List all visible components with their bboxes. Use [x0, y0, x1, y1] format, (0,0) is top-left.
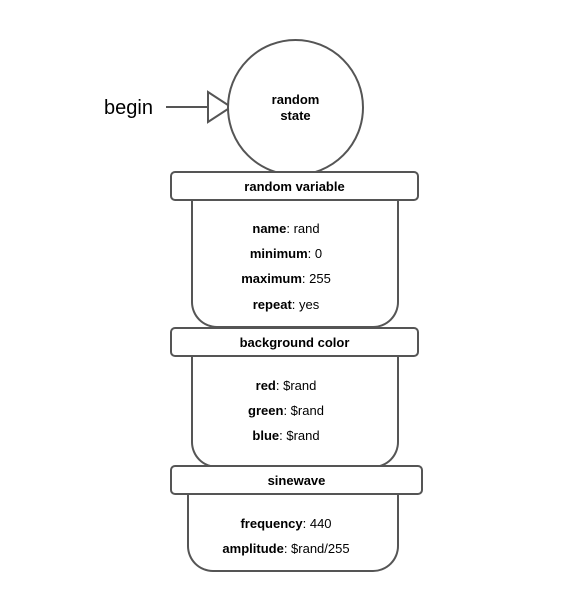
random-state-line1: random — [271, 92, 320, 107]
prop-key: maximum — [241, 271, 302, 286]
prop-value: : yes — [291, 297, 320, 312]
random-state-label: random state — [227, 92, 364, 124]
sinewave-title: sinewave — [267, 472, 326, 488]
prop-repeat: repeat: yes — [0, 297, 572, 313]
background-color-header: background color — [170, 327, 419, 357]
prop-amplitude: amplitude: $rand/255 — [0, 541, 572, 557]
prop-value: : 0 — [307, 246, 323, 261]
random-variable-header: random variable — [170, 171, 419, 201]
prop-name: name: rand — [0, 221, 572, 237]
prop-key: amplitude — [222, 541, 284, 556]
begin-label: begin — [104, 97, 153, 119]
prop-value: : 255 — [301, 271, 331, 286]
prop-value: : $rand — [283, 403, 324, 418]
prop-maximum: maximum: 255 — [0, 271, 572, 287]
random-variable-title: random variable — [244, 178, 345, 194]
prop-minimum: minimum: 0 — [0, 246, 572, 262]
prop-key: name — [252, 221, 287, 236]
prop-green: green: $rand — [0, 403, 572, 419]
prop-key: blue — [252, 428, 280, 443]
prop-key: red — [255, 378, 276, 393]
random-state-line2: state — [280, 108, 311, 123]
prop-key: minimum — [249, 246, 308, 261]
background-color-title: background color — [239, 334, 350, 350]
prop-value: : $rand — [275, 378, 317, 393]
prop-blue: blue: $rand — [0, 428, 572, 444]
prop-value: : $rand — [279, 428, 320, 443]
prop-red: red: $rand — [0, 378, 572, 394]
prop-key: green — [248, 403, 284, 418]
prop-frequency: frequency: 440 — [0, 516, 572, 532]
prop-value: : rand — [286, 221, 320, 236]
prop-key: repeat — [252, 297, 292, 312]
prop-value: : 440 — [302, 516, 332, 531]
sinewave-header: sinewave — [170, 465, 423, 495]
sinewave-module-body — [187, 492, 399, 572]
prop-value: : $rand/255 — [283, 541, 350, 556]
prop-key: frequency — [240, 516, 303, 531]
